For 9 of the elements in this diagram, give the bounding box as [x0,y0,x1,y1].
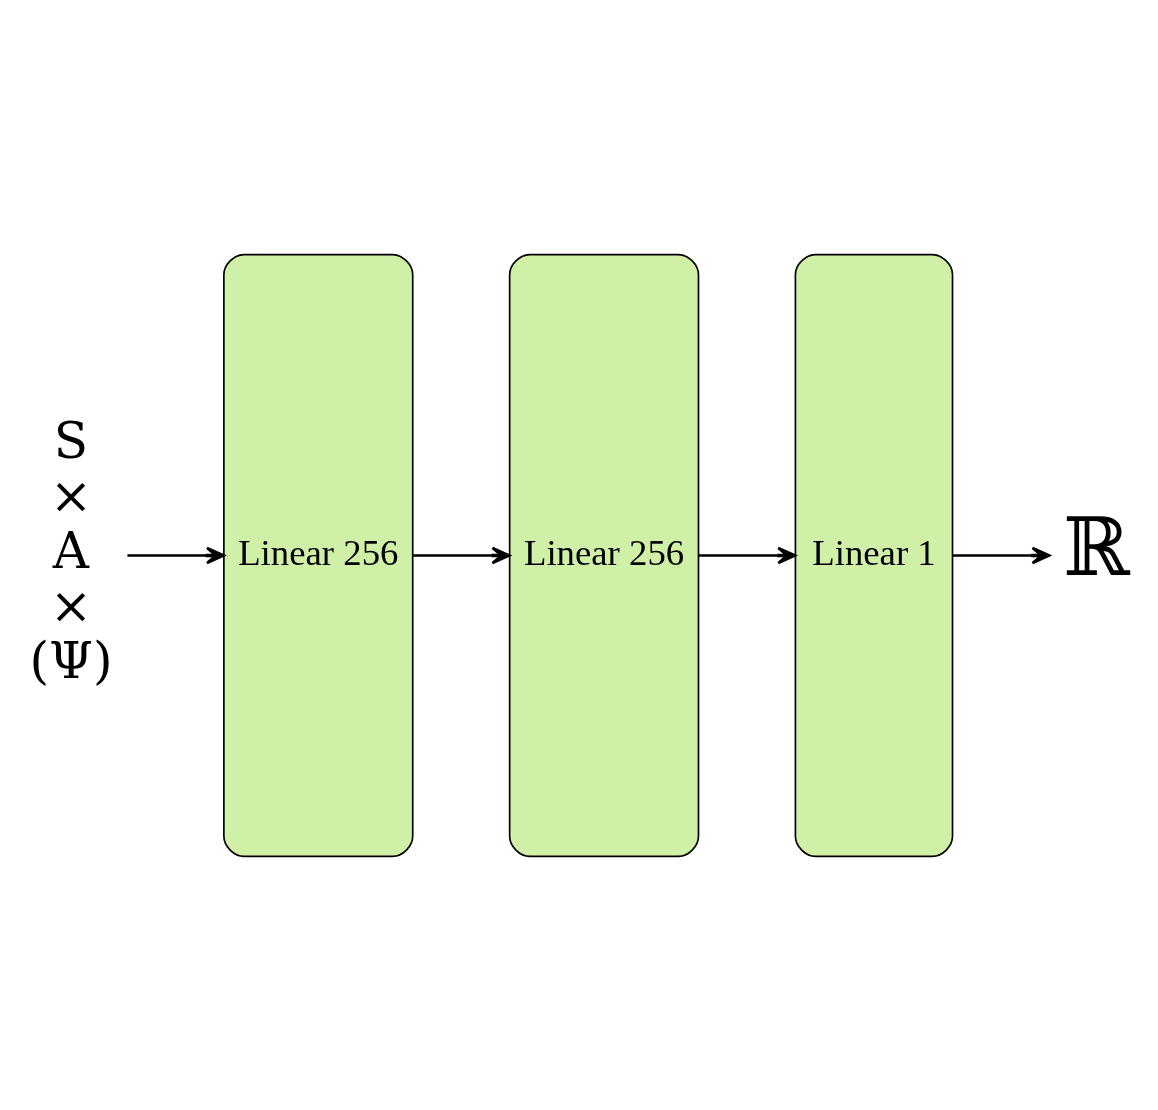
arrow [699,546,797,564]
node-box: Linear 1 [794,253,954,857]
node-box: Linear 256 [223,253,414,857]
node-box: Linear 256 [508,253,700,857]
arrow [952,546,1051,564]
arrow [413,546,511,564]
arrow [127,546,225,564]
node-text: ℝ [1062,500,1130,594]
node-text: S × A × (Ψ) [29,410,113,690]
